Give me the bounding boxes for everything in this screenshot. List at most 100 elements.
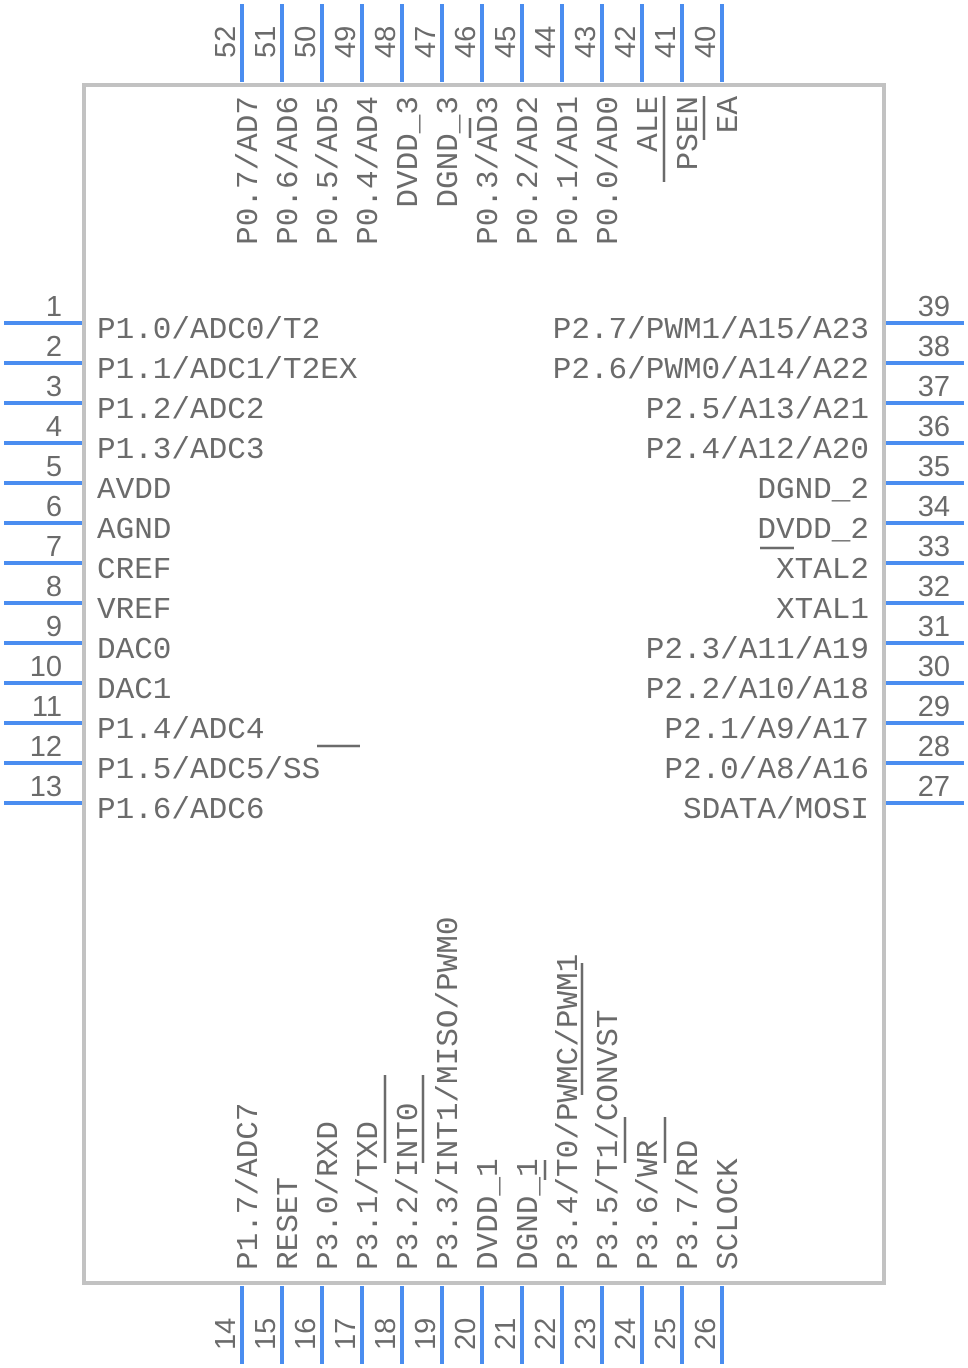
pin-label-33: XTAL2: [776, 553, 869, 588]
pin-number-5: 5: [46, 451, 62, 483]
pin-label-2: P1.1/ADC1/T2EX: [97, 353, 358, 388]
pin-label-9: DAC0: [97, 633, 171, 668]
pin-number-40: 40: [690, 26, 722, 58]
pin-number-19: 19: [410, 1318, 442, 1350]
pin-number-10: 10: [30, 651, 62, 683]
pin-number-50: 50: [290, 26, 322, 58]
pin-number-8: 8: [46, 571, 62, 603]
pin-number-14: 14: [210, 1318, 242, 1350]
pin-label-32: XTAL1: [776, 593, 869, 628]
pin-label-5: AVDD: [97, 473, 171, 508]
pin-number-45: 45: [490, 26, 522, 58]
pin-number-18: 18: [370, 1318, 402, 1350]
pin-number-39: 39: [918, 291, 950, 323]
pin-label-11: P1.4/ADC4: [97, 713, 264, 748]
pin-label-36: P2.4/A12/A20: [646, 433, 869, 468]
pin-label-25: P3.7/RD: [672, 1140, 707, 1270]
pin-label-37: P2.5/A13/A21: [646, 393, 869, 428]
pin-label-28: P2.0/A8/A16: [664, 753, 869, 788]
pin-label-41: PSEN: [672, 96, 707, 170]
pin-number-47: 47: [410, 26, 442, 58]
pin-number-24: 24: [610, 1318, 642, 1350]
pin-label-50: P0.5/AD5: [312, 96, 347, 245]
pin-number-9: 9: [46, 611, 62, 643]
pin-label-3: P1.2/ADC2: [97, 393, 264, 428]
pin-number-31: 31: [918, 611, 950, 643]
pin-label-29: P2.1/A9/A17: [664, 713, 869, 748]
pin-label-19: P3.3/INT1/MISO/PWM0: [432, 917, 467, 1270]
pin-label-26: SCLOCK: [712, 1158, 747, 1270]
pin-label-21: DGND_1: [512, 1158, 547, 1270]
pin-label-20: DVDD_1: [472, 1158, 507, 1270]
pin-number-34: 34: [918, 491, 950, 523]
pin-label-40: EA: [712, 96, 747, 134]
pin-label-23: P3.5/T1/CONVST: [592, 1010, 627, 1270]
pin-label-17: P3.1/TXD: [352, 1121, 387, 1270]
pin-label-34: DVDD_2: [757, 513, 869, 548]
pin-label-4: P1.3/ADC3: [97, 433, 264, 468]
pin-label-35: DGND_2: [757, 473, 869, 508]
pin-number-44: 44: [530, 26, 562, 58]
pin-number-17: 17: [330, 1318, 362, 1350]
pin-number-7: 7: [46, 531, 62, 563]
pin-number-6: 6: [46, 491, 62, 523]
pin-number-43: 43: [570, 26, 602, 58]
pin-number-13: 13: [30, 771, 62, 803]
pin-number-51: 51: [250, 26, 282, 58]
pin-number-29: 29: [918, 691, 950, 723]
pin-label-44: P0.1/AD1: [552, 96, 587, 245]
pin-label-18: P3.2/INT0: [392, 1103, 427, 1270]
pin-number-42: 42: [610, 26, 642, 58]
pin-label-48: DVDD_3: [392, 96, 427, 208]
pin-label-14: P1.7/ADC7: [232, 1103, 267, 1270]
pin-label-42: ALE: [632, 96, 667, 152]
pin-number-38: 38: [918, 331, 950, 363]
pin-number-15: 15: [250, 1318, 282, 1350]
pin-number-26: 26: [690, 1318, 722, 1350]
pin-label-38: P2.6/PWM0/A14/A22: [553, 353, 869, 388]
pin-number-36: 36: [918, 411, 950, 443]
pin-number-23: 23: [570, 1318, 602, 1350]
pin-label-52: P0.7/AD7: [232, 96, 267, 245]
pin-number-35: 35: [918, 451, 950, 483]
pin-label-8: VREF: [97, 593, 171, 628]
pin-label-12: P1.5/ADC5/SS: [97, 753, 320, 788]
pin-label-16: P3.0/RXD: [312, 1121, 347, 1270]
pin-number-16: 16: [290, 1318, 322, 1350]
overbar-marks: [317, 96, 794, 1180]
pin-label-7: CREF: [97, 553, 171, 588]
pin-label-49: P0.4/AD4: [352, 96, 387, 245]
pin-number-1: 1: [46, 291, 62, 323]
pin-label-46: P0.3/AD3: [472, 96, 507, 245]
pin-label-43: P0.0/AD0: [592, 96, 627, 245]
pin-label-27: SDATA/MOSI: [683, 793, 869, 828]
pin-number-32: 32: [918, 571, 950, 603]
pin-number-30: 30: [918, 651, 950, 683]
pin-label-47: DGND_3: [432, 96, 467, 208]
pin-number-4: 4: [46, 411, 62, 443]
pin-number-22: 22: [530, 1318, 562, 1350]
pin-label-13: P1.6/ADC6: [97, 793, 264, 828]
pin-number-49: 49: [330, 26, 362, 58]
pin-number-48: 48: [370, 26, 402, 58]
pin-number-2: 2: [46, 331, 62, 363]
pin-number-52: 52: [210, 26, 242, 58]
pin-number-27: 27: [918, 771, 950, 803]
pin-label-6: AGND: [97, 513, 171, 548]
pin-label-39: P2.7/PWM1/A15/A23: [553, 313, 869, 348]
pin-label-10: DAC1: [97, 673, 171, 708]
ic-body-outline: [82, 83, 886, 1285]
pin-number-25: 25: [650, 1318, 682, 1350]
pin-number-37: 37: [918, 371, 950, 403]
pin-label-45: P0.2/AD2: [512, 96, 547, 245]
pin-label-24: P3.6/WR: [632, 1140, 667, 1270]
pin-number-12: 12: [30, 731, 62, 763]
pin-number-3: 3: [46, 371, 62, 403]
pin-number-41: 41: [650, 26, 682, 58]
pin-label-30: P2.2/A10/A18: [646, 673, 869, 708]
pin-label-1: P1.0/ADC0/T2: [97, 313, 320, 348]
pin-label-51: P0.6/AD6: [272, 96, 307, 245]
pin-number-46: 46: [450, 26, 482, 58]
pin-number-33: 33: [918, 531, 950, 563]
